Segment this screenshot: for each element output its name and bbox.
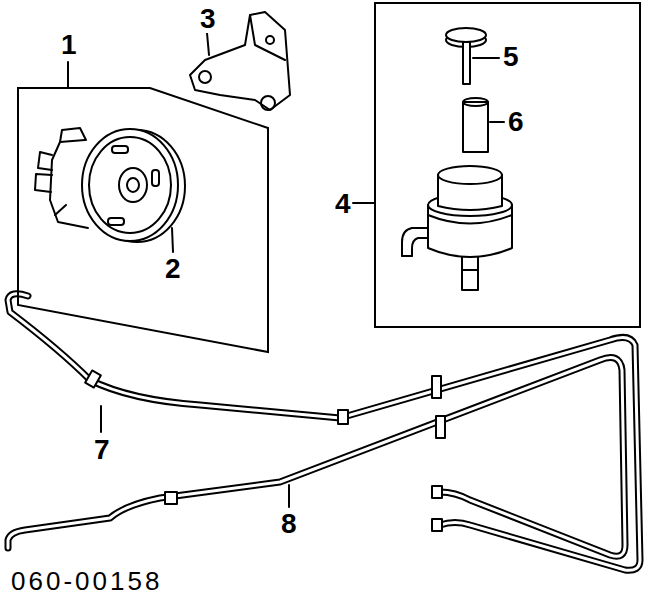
mounting-bracket <box>261 96 275 110</box>
box-outline <box>330 1 643 330</box>
return-hose <box>8 358 625 557</box>
pump-pulley <box>127 178 139 192</box>
callout-number: 8 <box>280 510 298 538</box>
box-outline <box>18 88 268 352</box>
return-hose <box>8 358 625 557</box>
pump-body <box>60 128 86 142</box>
pump-pulley <box>112 146 128 153</box>
pump-pulley <box>89 137 171 233</box>
callout-number: 1 <box>60 31 78 59</box>
mounting-bracket <box>199 71 211 83</box>
callout-number: 2 <box>164 255 182 283</box>
leader-line <box>207 33 209 55</box>
pressure-hose <box>8 294 640 571</box>
hose-clamp <box>432 519 442 531</box>
pump-body <box>35 128 88 228</box>
hose-clamp <box>432 486 442 498</box>
part-group-box: 4 5 6 <box>330 1 643 330</box>
reservoir-cap <box>446 28 486 84</box>
pressure-hose <box>85 370 101 387</box>
leader-line <box>100 406 102 432</box>
leader-line <box>101 33 504 507</box>
reservoir-tank <box>402 228 430 256</box>
return-hose <box>8 358 625 557</box>
callout-number: 4 <box>334 190 352 218</box>
reservoir-tank <box>438 166 502 184</box>
reservoir-cap <box>463 42 470 84</box>
box-outline <box>14 22 272 356</box>
box-outline-bracket <box>67 62 69 88</box>
box-outline-bracket <box>353 202 375 204</box>
leader-line <box>490 121 504 123</box>
reservoir-tank <box>402 166 512 290</box>
callout-number: 3 <box>199 5 217 33</box>
pump-pulley <box>82 129 185 242</box>
reservoir-filter <box>463 102 488 152</box>
mounting-bracket <box>250 15 285 60</box>
box-outline <box>375 3 640 327</box>
pump-body <box>55 205 66 215</box>
pump-body <box>35 174 52 192</box>
pump-pulley <box>82 129 178 241</box>
part-group-box: 12 <box>14 22 272 356</box>
callout-number: 6 <box>507 108 525 136</box>
reservoir-filter <box>463 98 488 106</box>
box-outline <box>18 88 268 352</box>
pressure-hose <box>338 410 348 424</box>
reservoir-tank <box>402 255 412 257</box>
reservoir-filter <box>463 98 488 152</box>
hose-clamp <box>432 376 441 398</box>
pump-pulley <box>119 168 147 202</box>
callout-number: 5 <box>502 43 520 71</box>
pressure-hose <box>8 294 640 571</box>
reservoir-tank <box>428 215 512 224</box>
hose-clamp <box>432 376 445 531</box>
mounting-bracket <box>266 36 274 44</box>
box-outline <box>375 3 640 327</box>
leader-line <box>473 57 499 59</box>
leader-line <box>288 485 290 507</box>
pump-pulley <box>152 170 159 186</box>
leader-line <box>172 228 173 252</box>
return-hose <box>165 492 177 504</box>
pump-body <box>38 152 52 170</box>
callout-number: 7 <box>93 436 111 464</box>
hose-clamp <box>436 416 445 438</box>
box-outline-bracket <box>68 62 375 203</box>
reservoir-cap <box>446 28 486 42</box>
pump-pulley <box>108 218 124 225</box>
part-number-caption: 060-00158 <box>10 568 163 594</box>
pressure-hose <box>8 294 640 571</box>
reservoir-tank <box>462 269 478 271</box>
